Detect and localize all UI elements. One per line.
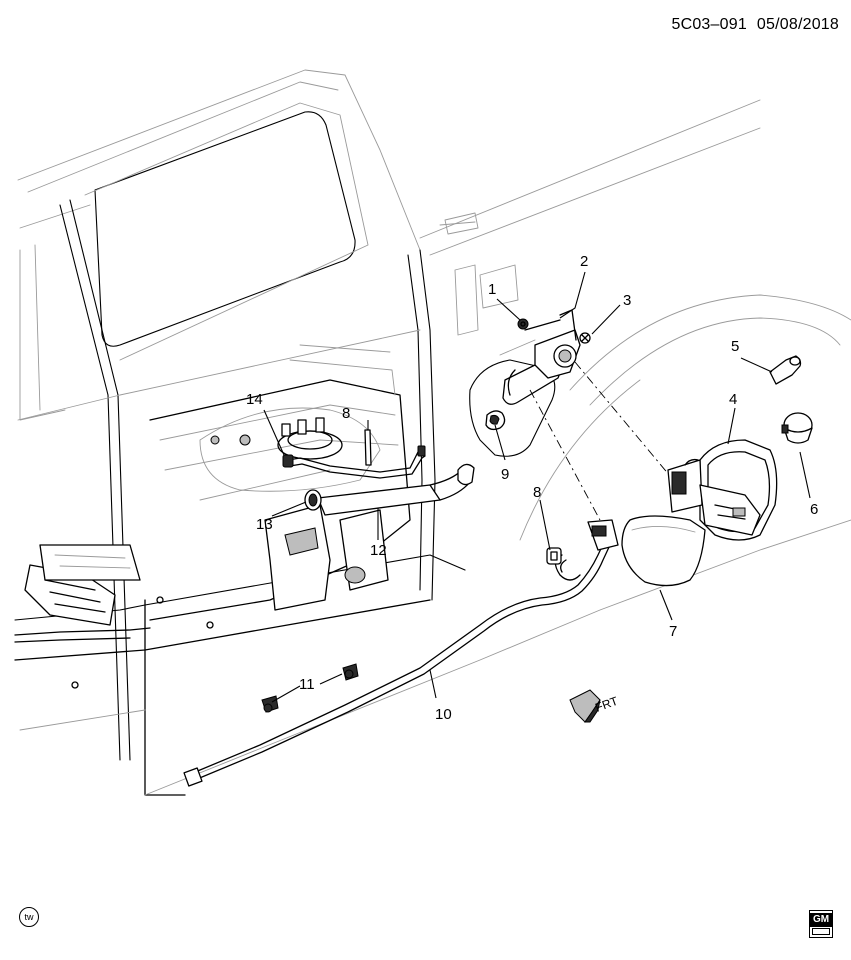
- vehicle-body-outline: [14, 69, 851, 796]
- grommet-part-9: [485, 410, 506, 431]
- fuel-cap-part-6: [781, 412, 813, 444]
- callout-9: 9: [501, 466, 509, 483]
- gm-logo-base: [812, 928, 830, 935]
- gm-logo: GM: [809, 910, 833, 938]
- gm-logo-text: GM: [810, 913, 832, 927]
- bolt-part-1: [517, 318, 529, 330]
- plug-part-5: [769, 355, 802, 385]
- clip-part-11: [261, 663, 359, 713]
- leader-lines: [263, 271, 811, 703]
- callout-11: 11: [299, 676, 315, 693]
- diagram-id: 5C03–091: [671, 16, 747, 33]
- callout-4: 4: [729, 391, 737, 408]
- clip-part-8-lower: [546, 547, 562, 565]
- diagram-header: 5C03–091 05/08/2018: [661, 16, 839, 34]
- callout-8-lower: 8: [533, 484, 541, 501]
- centerline-filler-to-housing: [574, 361, 691, 501]
- callout-2: 2: [580, 253, 588, 270]
- callout-13: 13: [256, 516, 273, 533]
- screw-part-3: [579, 332, 591, 344]
- clamp-part-13: [304, 489, 322, 511]
- callout-6: 6: [810, 501, 818, 518]
- callout-3: 3: [623, 292, 631, 309]
- diagram-date: 05/08/2018: [756, 16, 839, 33]
- filler-pipe-part-2: [499, 309, 581, 405]
- front-direction-arrow: FRT: [569, 689, 620, 723]
- callout-8-upper: 8: [342, 405, 350, 422]
- tw-badge: tw: [19, 907, 39, 927]
- frame-chassis: [14, 344, 411, 689]
- callout-1: 1: [488, 281, 496, 298]
- callout-numbers: 1 2 3 4 5 6 7 8 8 9 10 11 12 13 14: [246, 253, 818, 723]
- filler-hose-part-12: [317, 463, 475, 516]
- part-8-upper: [364, 429, 372, 466]
- wiring-harness-part-10: [183, 519, 619, 787]
- callout-5: 5: [731, 338, 739, 355]
- vent-tube-part-14: [282, 445, 426, 479]
- fuel-door-part-7: [621, 515, 706, 587]
- callout-7: 7: [669, 623, 677, 640]
- callout-14: 14: [246, 391, 263, 408]
- callout-10: 10: [435, 706, 452, 723]
- callout-12: 12: [370, 542, 387, 559]
- centerline-filler-to-cap: [529, 389, 601, 521]
- fuel-door-housing-part-4: [667, 439, 778, 541]
